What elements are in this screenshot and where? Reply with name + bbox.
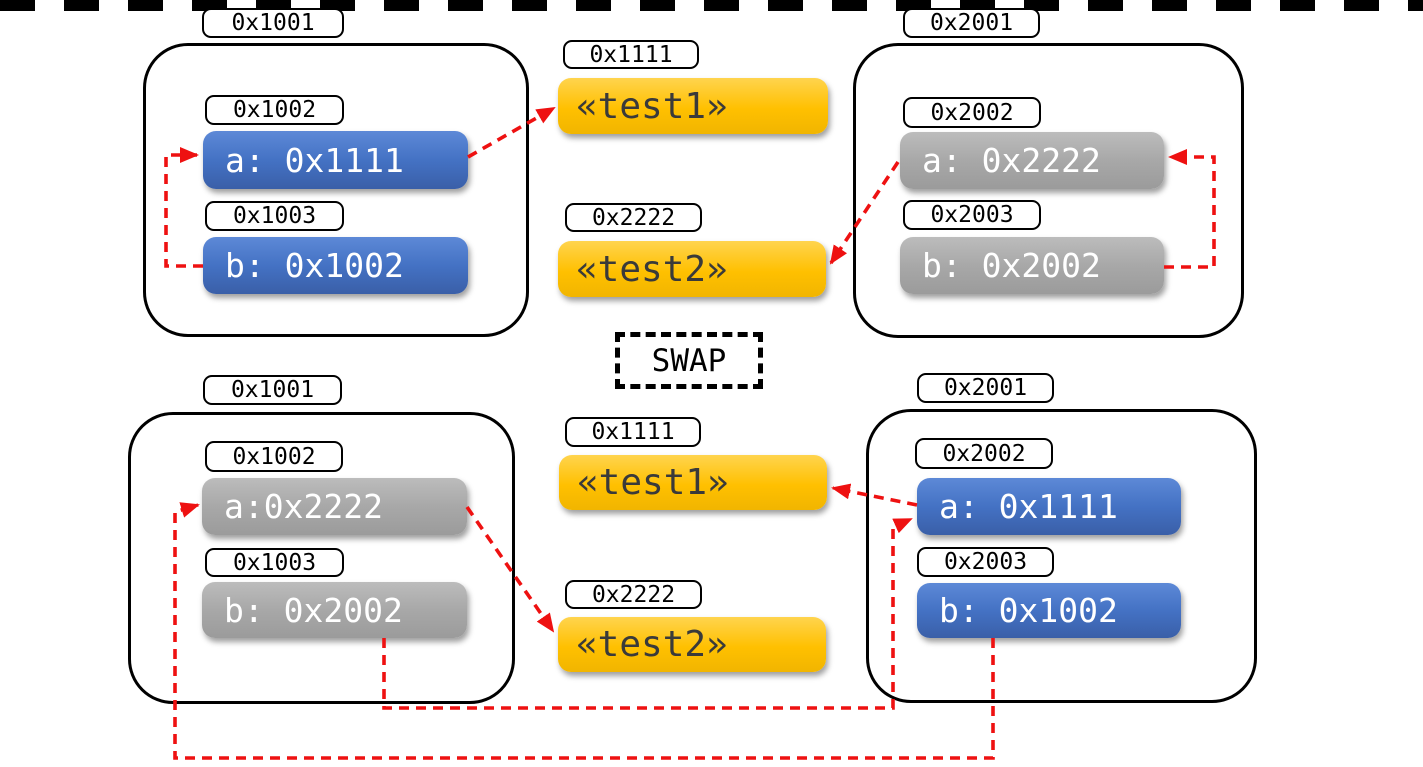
top-left-slot-a-value: a: 0x1111 (203, 131, 468, 189)
bottom-right-slot-a-value: a: 0x1111 (917, 478, 1181, 535)
bottom-right-frame-address: 0x2001 (917, 373, 1054, 403)
bottom-right-slot-b-address: 0x2003 (917, 547, 1054, 577)
bottom-heap-obj1-address: 0x1111 (565, 417, 701, 447)
top-right-slot-a-value: a: 0x2222 (900, 132, 1164, 189)
top-left-frame (143, 43, 529, 337)
bottom-heap-obj2-address: 0x2222 (565, 580, 702, 609)
bottom-left-frame-address: 0x1001 (203, 375, 342, 405)
top-left-frame-address: 0x1001 (202, 8, 344, 38)
bottom-left-slot-b-address: 0x1003 (205, 548, 344, 577)
bottom-left-slot-a-address: 0x1002 (205, 441, 343, 472)
bottom-left-slot-a-value: a:0x2222 (202, 478, 467, 535)
top-heap-obj1-value: «test1» (558, 78, 828, 134)
bottom-right-slot-a-address: 0x2002 (915, 438, 1053, 469)
swap-label-box: SWAP (615, 332, 763, 389)
top-heap-obj2-address: 0x2222 (565, 203, 702, 232)
bottom-heap-obj1-value: «test1» (559, 455, 827, 510)
top-right-slot-a-address: 0x2002 (903, 97, 1041, 128)
top-heap-obj1-address: 0x1111 (563, 40, 699, 69)
top-left-slot-b-address: 0x1003 (205, 201, 344, 231)
top-left-slot-b-value: b: 0x1002 (203, 237, 468, 294)
swap-divider-line (0, 0, 1423, 11)
bottom-right-slot-b-value: b: 0x1002 (917, 583, 1181, 638)
top-right-frame-address: 0x2001 (903, 8, 1040, 38)
top-right-slot-b-address: 0x2003 (903, 200, 1041, 230)
top-left-slot-a-address: 0x1002 (205, 95, 344, 125)
top-right-slot-b-value: b: 0x2002 (900, 237, 1164, 294)
bottom-heap-obj2-value: «test2» (558, 617, 826, 672)
top-heap-obj2-value: «test2» (558, 241, 826, 297)
bottom-left-slot-b-value: b: 0x2002 (202, 582, 467, 638)
